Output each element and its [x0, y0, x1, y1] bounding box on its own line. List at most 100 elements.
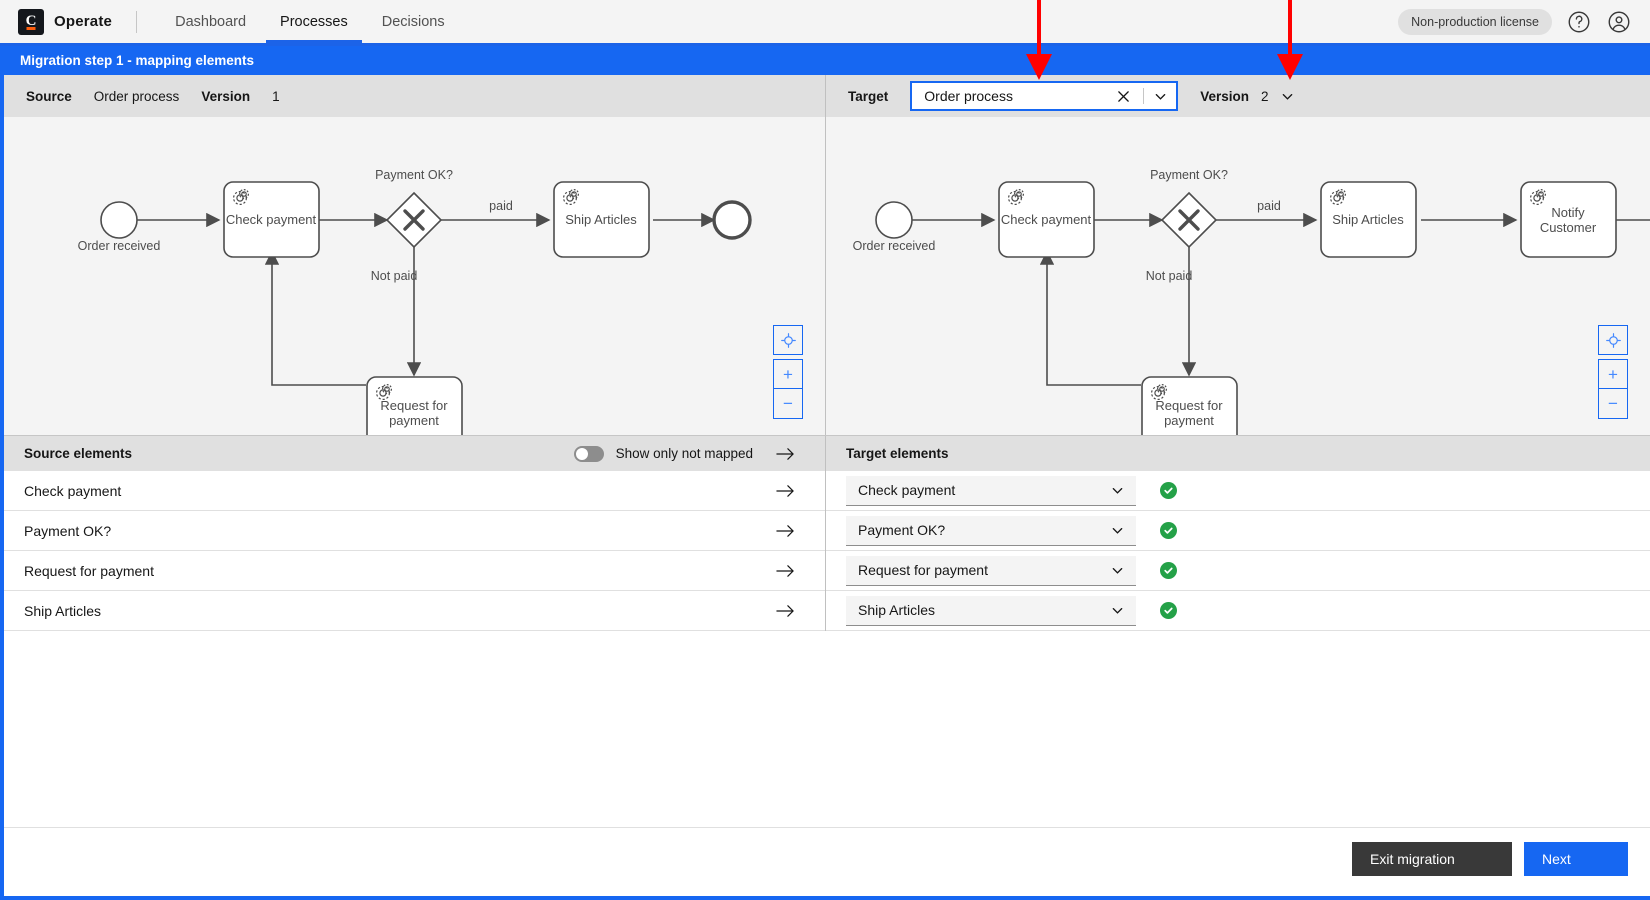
source-zoom-controls: + −	[773, 325, 803, 419]
exit-migration-button[interactable]: Exit migration	[1352, 842, 1512, 876]
mapped-check-icon	[1160, 602, 1177, 619]
show-only-not-mapped-toggle[interactable]	[574, 446, 604, 462]
app-title: Operate	[54, 13, 112, 30]
zoom-in-button[interactable]: +	[1598, 359, 1628, 389]
combo-divider	[1143, 88, 1144, 104]
source-elements-title: Source elements	[24, 446, 132, 461]
target-task-check-payment: Check payment	[1001, 212, 1092, 227]
target-element-select[interactable]: Check payment	[846, 476, 1136, 506]
target-element-select[interactable]: Payment OK?	[846, 516, 1136, 546]
camunda-logo-icon: C	[18, 9, 44, 35]
target-elements-title: Target elements	[846, 446, 949, 461]
target-flow-label-notpaid: Not paid	[1146, 269, 1193, 283]
target-element-value: Request for payment	[858, 562, 1111, 578]
source-task-check-payment: Check payment	[226, 212, 317, 227]
mapped-check-icon	[1160, 562, 1177, 579]
arrow-right-icon	[765, 524, 805, 538]
target-bpmn-diagram: Order received Payment OK? paid Not paid…	[826, 117, 1650, 435]
left-accent-bar	[0, 46, 4, 900]
table-row: Ship Articles	[826, 591, 1650, 631]
source-label: Source	[26, 89, 72, 104]
source-element-name: Ship Articles	[24, 603, 765, 619]
zoom-in-button[interactable]: +	[773, 359, 803, 389]
svg-text:payment: payment	[1164, 413, 1214, 428]
target-element-select[interactable]: Ship Articles	[846, 596, 1136, 626]
target-task-request-for-payment: Request for	[1155, 398, 1223, 413]
migration-step-title: Migration step 1 - mapping elements	[20, 53, 254, 68]
target-element-value: Ship Articles	[858, 602, 1111, 618]
mapping-tables: Source elements Show only not mapped Che…	[0, 435, 1650, 631]
target-version-label: Version	[1200, 89, 1249, 104]
table-row[interactable]: Request for payment	[4, 551, 825, 591]
source-version-value: 1	[272, 89, 280, 104]
source-task-request-for-payment: Request for	[380, 398, 448, 413]
zoom-out-button[interactable]: −	[1598, 389, 1628, 419]
chevron-down-icon[interactable]	[1111, 484, 1124, 497]
target-start-event-label: Order received	[853, 239, 936, 253]
mapped-check-icon	[1160, 482, 1177, 499]
source-element-name: Check payment	[24, 483, 765, 499]
target-flow-label-paid: paid	[1257, 199, 1281, 213]
nav-item-decisions[interactable]: Decisions	[368, 0, 459, 43]
target-zoom-controls: + −	[1598, 325, 1628, 419]
target-version-dropdown[interactable]: Version 2	[1200, 89, 1293, 104]
reset-viewport-icon[interactable]	[1598, 325, 1628, 355]
help-circle-icon[interactable]	[1566, 9, 1592, 35]
target-element-select[interactable]: Request for payment	[846, 556, 1136, 586]
table-row[interactable]: Ship Articles	[4, 591, 825, 631]
arrow-right-icon	[765, 447, 805, 461]
target-version-value: 2	[1261, 89, 1269, 104]
migration-step-banner: Migration step 1 - mapping elements	[0, 46, 1650, 75]
bottom-accent-bar	[0, 896, 1650, 900]
source-bpmn-diagram: Order received Payment OK? paid Not paid…	[4, 117, 825, 435]
target-elements-header: Target elements	[826, 436, 1650, 471]
top-navigation-bar: C Operate Dashboard Processes Decisions …	[0, 0, 1650, 46]
target-diagram-canvas[interactable]: Order received Payment OK? paid Not paid…	[826, 117, 1650, 435]
table-row: Payment OK?	[826, 511, 1650, 551]
target-panel: Target Order process	[826, 75, 1650, 435]
target-elements-table: Target elements Check payment Payment OK…	[826, 436, 1650, 631]
source-flow-label-notpaid: Not paid	[371, 269, 418, 283]
source-elements-header: Source elements Show only not mapped	[4, 436, 825, 471]
nav-items: Dashboard Processes Decisions	[161, 0, 459, 43]
source-gateway-label: Payment OK?	[375, 168, 453, 182]
chevron-down-icon[interactable]	[1150, 90, 1170, 103]
clear-x-icon[interactable]	[1117, 90, 1137, 103]
table-row[interactable]: Payment OK?	[4, 511, 825, 551]
nav-divider	[136, 11, 137, 33]
brand-logo[interactable]: C Operate	[18, 9, 112, 35]
target-gateway-label: Payment OK?	[1150, 168, 1228, 182]
table-row: Request for payment	[826, 551, 1650, 591]
toggle-knob	[576, 448, 588, 460]
footer-bar: Exit migration Next	[0, 827, 1650, 889]
target-process-combobox[interactable]: Order process	[910, 81, 1178, 111]
show-only-not-mapped-label: Show only not mapped	[616, 446, 753, 461]
chevron-down-icon[interactable]	[1111, 524, 1124, 537]
reset-viewport-icon[interactable]	[773, 325, 803, 355]
table-row: Check payment	[826, 471, 1650, 511]
chevron-down-icon[interactable]	[1111, 564, 1124, 577]
source-version-label: Version	[201, 89, 250, 104]
table-row[interactable]: Check payment	[4, 471, 825, 511]
source-diagram-canvas[interactable]: Order received Payment OK? paid Not paid…	[4, 117, 825, 435]
source-process-name: Order process	[94, 89, 180, 104]
source-element-name: Request for payment	[24, 563, 765, 579]
nav-item-processes[interactable]: Processes	[266, 0, 362, 43]
chevron-down-icon[interactable]	[1111, 604, 1124, 617]
source-elements-table: Source elements Show only not mapped Che…	[4, 436, 826, 631]
nav-item-dashboard[interactable]: Dashboard	[161, 0, 260, 43]
arrow-right-icon	[765, 604, 805, 618]
zoom-out-button[interactable]: −	[773, 389, 803, 419]
diagram-panels: Source Order process Version 1	[0, 75, 1650, 435]
mapped-check-icon	[1160, 522, 1177, 539]
target-element-value: Payment OK?	[858, 522, 1111, 538]
target-element-value: Check payment	[858, 482, 1111, 498]
source-task-ship-articles: Ship Articles	[565, 212, 637, 227]
user-avatar-icon[interactable]	[1606, 9, 1632, 35]
target-label: Target	[848, 89, 888, 104]
chevron-down-icon[interactable]	[1281, 90, 1294, 103]
top-nav-right-controls: Non-production license	[1398, 9, 1632, 35]
logo-accent-bar	[27, 27, 36, 30]
next-button[interactable]: Next	[1524, 842, 1628, 876]
